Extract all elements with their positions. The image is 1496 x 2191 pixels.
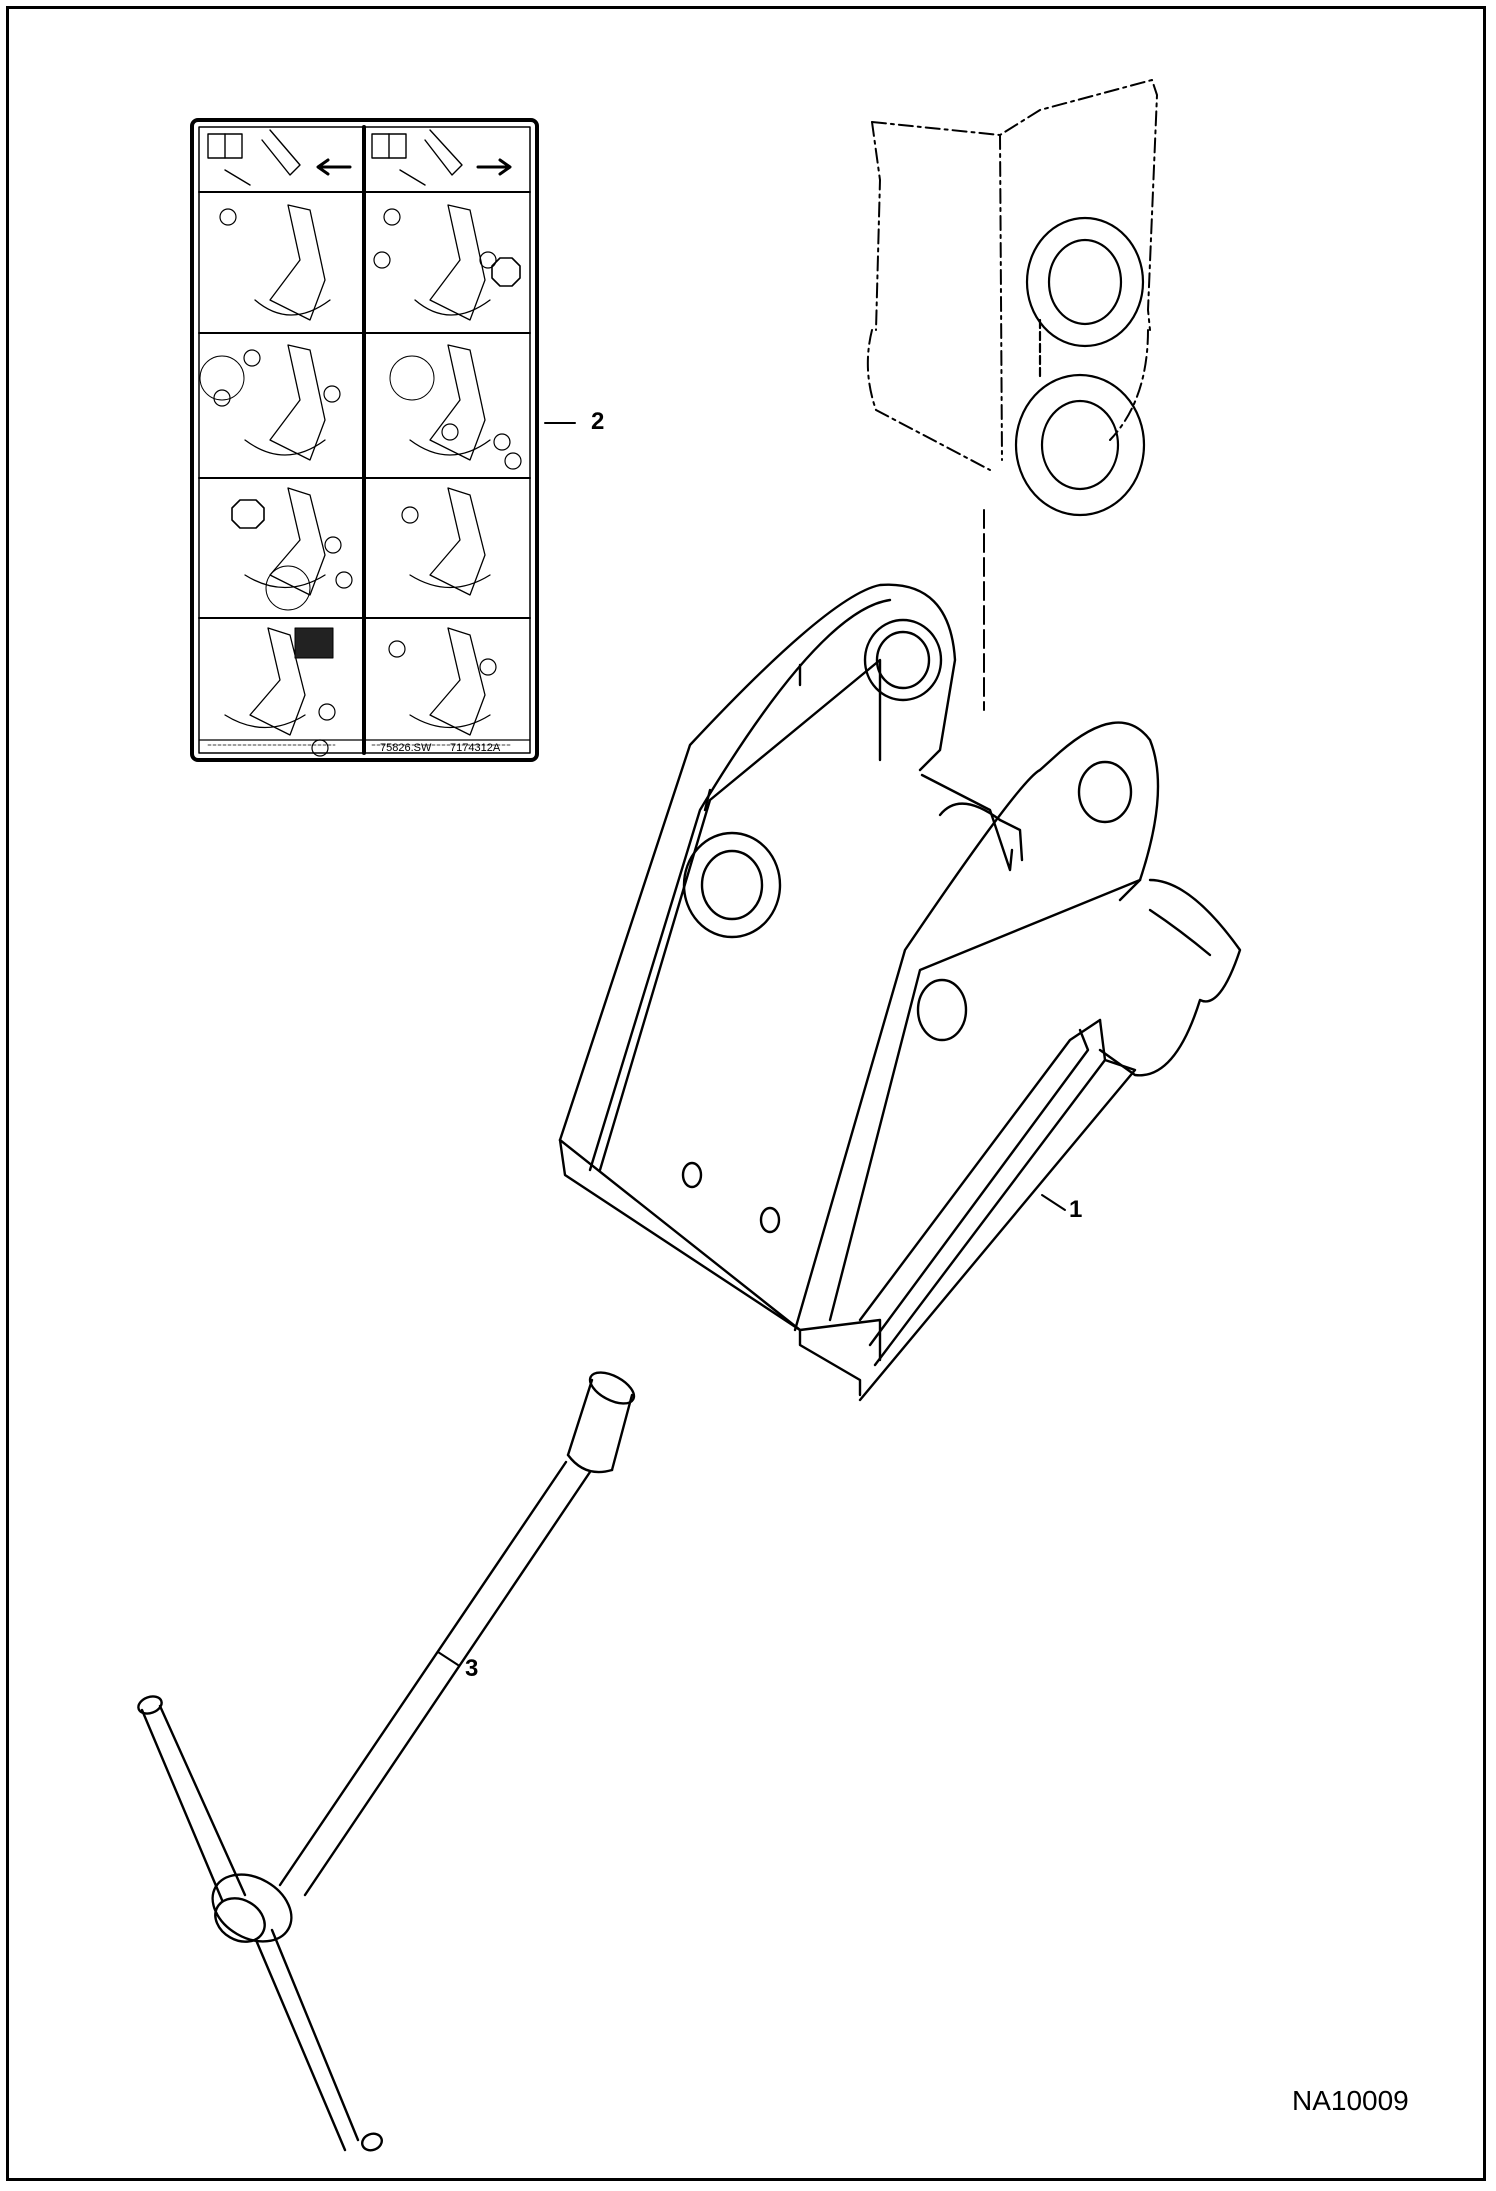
decal-code-left: 75826.SW [380, 742, 432, 754]
step-1-icon [383, 208, 401, 226]
arm-bushing [1014, 216, 1146, 517]
detail-inset-circle [199, 355, 245, 401]
step-7-icon [401, 506, 419, 524]
step-9-icon [318, 703, 336, 721]
detail-inset [294, 627, 334, 659]
step-4-icon [493, 433, 511, 451]
step-6-icon [504, 452, 522, 470]
stop-icon [491, 257, 521, 287]
arrow-left-icon [316, 158, 352, 176]
manual-book-icon [207, 133, 243, 159]
step-3-icon [243, 349, 261, 367]
step-3-icon [479, 251, 497, 269]
step-2-icon [373, 251, 391, 269]
callout-2: 2 [591, 408, 605, 435]
callout-3: 3 [465, 1655, 479, 1682]
step-8-icon [311, 739, 329, 757]
detail-inset-circle [389, 355, 435, 401]
step-8-icon [335, 571, 353, 589]
manual-book-icon [371, 133, 407, 159]
leader-line-3 [437, 1651, 459, 1666]
detail-inset-circle [265, 565, 311, 611]
leader-line-1 [1041, 1194, 1066, 1211]
stop-icon [231, 499, 265, 529]
quick-coupler [558, 583, 1242, 1402]
instruction-decal [190, 118, 539, 762]
step-4-icon [213, 389, 231, 407]
drawing-number: NA10009 [1292, 2085, 1409, 2116]
step-9-icon [388, 640, 406, 658]
decal-code-right: 7174312A [450, 742, 501, 754]
bucket-sketch [224, 204, 491, 736]
step-7-icon [324, 536, 342, 554]
header-sketch [224, 129, 463, 186]
step-2-icon [323, 385, 341, 403]
callout-1: 1 [1069, 1196, 1083, 1223]
step-8-icon [479, 658, 497, 676]
arrow-right-icon [476, 158, 512, 176]
excavator-arm-phantom [866, 79, 1158, 471]
step-5-icon [441, 423, 459, 441]
drawing-frame [6, 6, 1486, 2181]
step-1-icon [219, 208, 237, 226]
t-handle-wrench [137, 1371, 636, 2152]
